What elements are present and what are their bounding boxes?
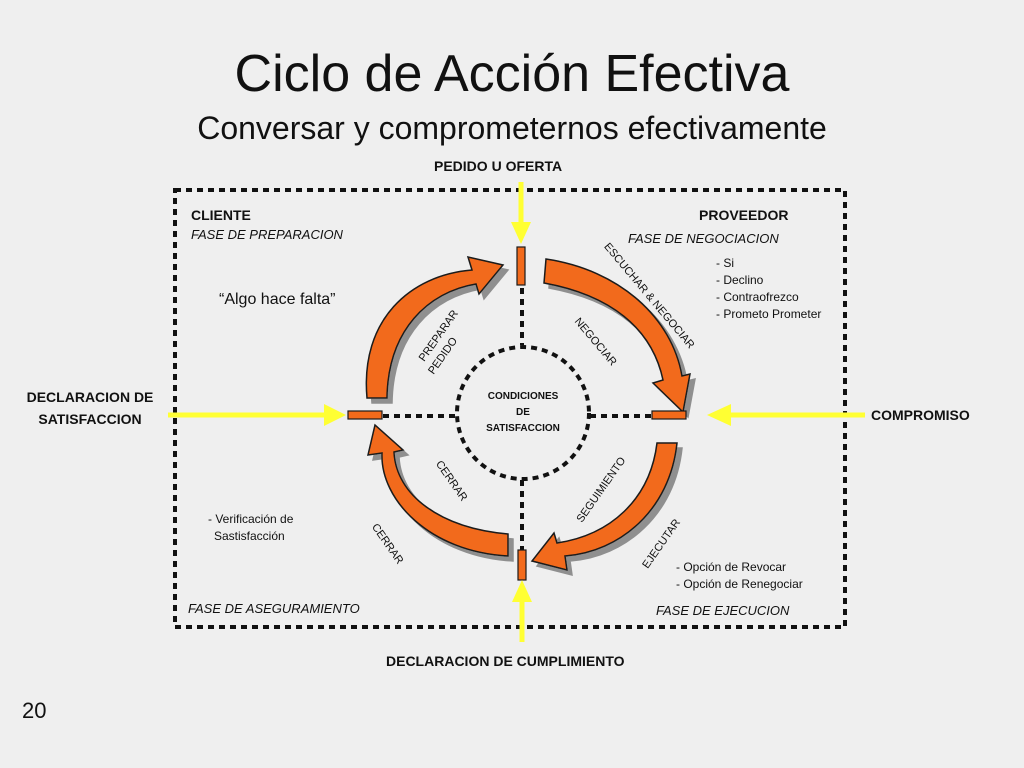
fase-aseguramiento-label: FASE DE ASEGURAMIENTO [188,601,360,616]
cycle-arrows [365,255,691,572]
negotiation-option: - Contraofrezco [716,290,799,304]
center-line: SATISFACCION [486,423,560,434]
compromiso-label: COMPROMISO [871,407,970,423]
execution-options-list: - Opción de Revocar - Opción de Renegoci… [676,559,803,593]
algo-hace-falta-quote: “Algo hace falta” [219,291,336,308]
center-line: DE [516,407,530,418]
declaracion-cumplimiento-label: DECLARACION DE CUMPLIMIENTO [386,653,625,669]
marker-top [516,246,526,286]
verification-line: Sastisfacción [214,529,285,543]
pedido-oferta-label: PEDIDO U OFERTA [434,158,563,174]
execution-option: - Opción de Renegociar [676,577,803,591]
cliente-label: CLIENTE [191,207,251,223]
center-conditions-text: CONDICIONES DE SATISFACCION [468,389,578,437]
arrow-preparar-pedido [365,255,505,399]
execution-option: - Opción de Revocar [676,560,787,574]
yellow-arrows [168,182,865,642]
slide-subtitle: Conversar y comprometernos efectivamente [197,110,827,146]
declaracion-satisfaccion-label: DECLARACION DE SATISFACCION [26,389,154,427]
fase-ejecucion-label: FASE DE EJECUCION [656,603,790,618]
marker-left [347,410,383,420]
verification-line: - Verificación de [208,512,294,526]
arrow-cerrar [367,423,509,557]
marker-bottom [517,549,527,581]
verification-note: - Verificación de Sastisfacción [208,511,293,545]
negotiation-option: - Declino [716,273,764,287]
marker-right [651,410,687,420]
slide-title: Ciclo de Acción Efectiva [234,45,790,103]
fase-preparacion-label: FASE DE PREPARACION [191,227,343,242]
negotiation-options-list: - Si - Declino - Contraofrezco - Prometo… [716,255,821,323]
page-number: 20 [22,698,47,723]
center-line: CONDICIONES [487,391,559,402]
proveedor-label: PROVEEDOR [699,207,789,223]
center-dotted-circle [455,345,591,481]
arrow-seguimiento [530,442,678,572]
negotiation-option: - Prometo Prometer [716,307,822,321]
outer-dotted-frame [173,188,847,629]
negotiation-option: - Si [716,256,734,270]
fase-negociacion-label: FASE DE NEGOCIACION [628,231,779,246]
